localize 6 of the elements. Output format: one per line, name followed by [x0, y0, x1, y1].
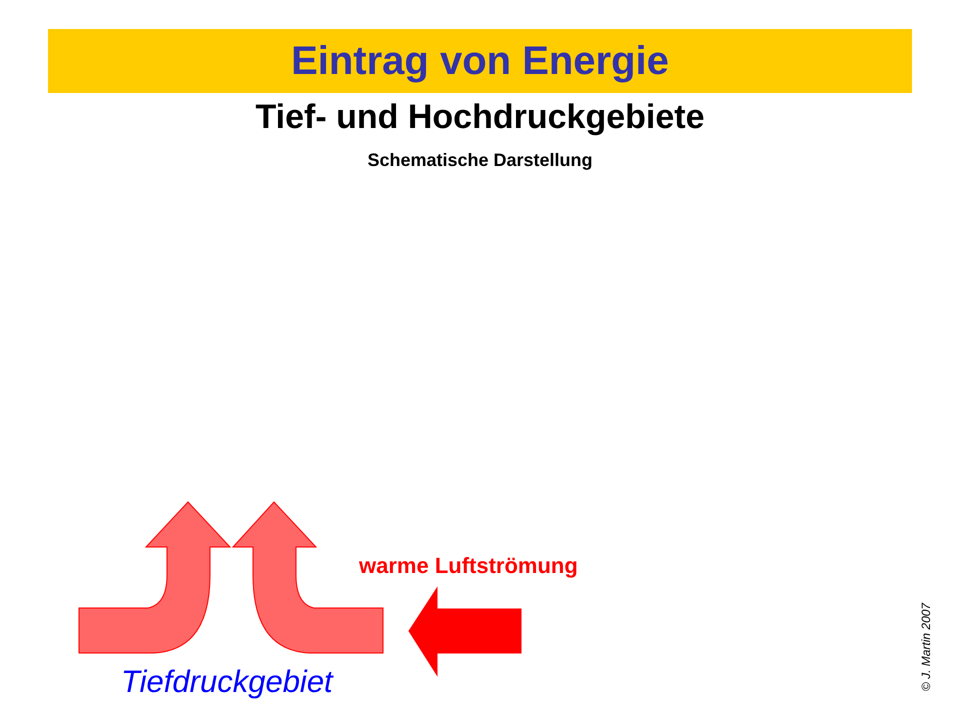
region-label: Tiefdruckgebiet [121, 664, 333, 700]
title-banner: Eintrag von Energie [48, 29, 912, 93]
subtitle: Tief- und Hochdruckgebiete [254, 98, 706, 137]
subheading: Schematische Darstellung [366, 150, 594, 171]
copyright-note: © J. Martin 2007 [919, 602, 934, 692]
flow-label: warme Luftströmung [359, 553, 578, 579]
